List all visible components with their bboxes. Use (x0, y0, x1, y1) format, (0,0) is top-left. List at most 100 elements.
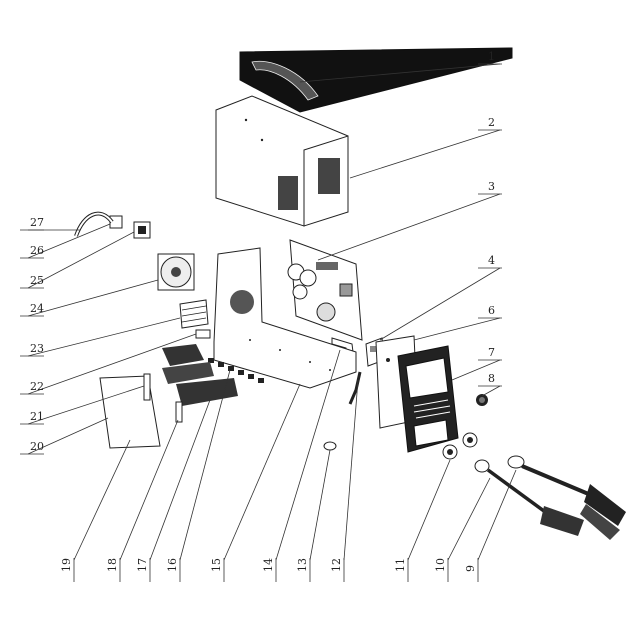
leader-line (343, 379, 359, 561)
callout-11: 11 (394, 459, 451, 582)
leader-line (349, 129, 501, 179)
callout-number: 2 (488, 116, 495, 129)
leader-line (451, 359, 501, 381)
part-knob (476, 394, 488, 406)
leader-line (149, 399, 211, 561)
part-earth-clamp-cable (474, 459, 584, 536)
callout-12: 12 (330, 379, 359, 582)
leader-line (481, 385, 501, 397)
part-front-panel (397, 345, 459, 453)
callout-16: 16 (166, 369, 231, 582)
leader-line (379, 267, 501, 341)
leader-line (27, 333, 197, 395)
callout-number: 3 (488, 180, 495, 193)
callout-14: 14 (262, 349, 341, 582)
callout-24: 24 (20, 279, 159, 317)
leader-line (407, 459, 451, 561)
callout-number: 8 (488, 372, 495, 385)
callout-number: 20 (30, 440, 44, 453)
callout-number: 7 (488, 346, 495, 359)
callout-number: 14 (262, 558, 275, 572)
leader-line (27, 317, 181, 357)
part-housing (215, 95, 349, 227)
callout-21: 21 (20, 385, 145, 425)
callout-26: 26 (20, 223, 111, 259)
callout-number: 24 (30, 302, 44, 315)
leader-line (119, 419, 179, 561)
leader-line (73, 439, 131, 561)
callout-8: 8 (478, 372, 502, 397)
leader-line (27, 231, 135, 289)
callout-number: 21 (30, 410, 44, 423)
callout-22: 22 (20, 333, 197, 395)
callout-number: 19 (60, 558, 73, 572)
callout-number: 22 (30, 380, 44, 393)
part-bracket-strip (348, 371, 362, 405)
callout-number: 25 (30, 274, 44, 287)
callout-27: 27 (20, 216, 80, 231)
callout-number: 4 (488, 254, 495, 267)
callout-13: 13 (296, 449, 331, 582)
part-base-chassis (213, 247, 357, 389)
part-transformer (179, 299, 209, 329)
callout-number: 9 (464, 565, 477, 572)
leader-line (223, 383, 301, 561)
leader-line (413, 317, 501, 341)
part-standoff (143, 373, 151, 401)
callout-number: 11 (394, 558, 407, 572)
part-output-sockets (442, 432, 478, 460)
part-heatsinks (162, 344, 238, 406)
leader-line (317, 193, 501, 261)
callout-number: 1 (488, 50, 495, 63)
callout-number: 6 (488, 304, 495, 317)
leader-line (477, 469, 517, 561)
callout-7: 7 (451, 346, 502, 381)
callout-19: 19 (60, 439, 131, 582)
callout-number: 23 (30, 342, 44, 355)
callout-4: 4 (379, 254, 502, 341)
part-power-switch (133, 221, 151, 239)
callout-number: 18 (106, 558, 119, 572)
part-top-cover (239, 47, 513, 113)
callout-10: 10 (434, 477, 491, 582)
part-terminal-stud (175, 401, 183, 423)
callout-number: 10 (434, 558, 447, 572)
part-insulation-sheet (99, 375, 161, 449)
callout-2: 2 (349, 116, 502, 179)
leader-line (27, 223, 111, 259)
leader-line (275, 349, 341, 561)
leader-line (447, 477, 491, 561)
callout-number: 13 (296, 558, 309, 572)
callout-20: 20 (20, 417, 109, 455)
callout-6: 6 (413, 304, 502, 341)
callout-17: 17 (136, 399, 211, 582)
callout-9: 9 (464, 469, 517, 582)
part-foot (323, 441, 337, 451)
part-semiconductor-array (208, 358, 264, 383)
part-cooling-fan (157, 253, 195, 291)
part-electrode-holder-cable (507, 455, 626, 540)
callout-1: 1 (299, 50, 502, 83)
callout-layer: 1234678910111213141516171819202122232425… (20, 50, 517, 582)
callout-3: 3 (317, 180, 502, 261)
leader-line (27, 417, 109, 455)
callout-15: 15 (210, 383, 301, 582)
callout-25: 25 (20, 231, 135, 289)
part-main-pcb (287, 239, 363, 341)
callout-number: 16 (166, 558, 179, 572)
callout-number: 12 (330, 558, 343, 572)
part-power-cable (74, 211, 114, 237)
leader-line (27, 385, 145, 425)
part-small-component (195, 329, 211, 339)
leader-line (179, 369, 231, 561)
callout-number: 15 (210, 558, 223, 572)
leader-line (299, 63, 501, 83)
leader-line (309, 449, 331, 561)
callout-number: 26 (30, 244, 44, 257)
callout-number: 27 (30, 216, 44, 229)
callout-number: 17 (136, 558, 149, 572)
callout-23: 23 (20, 317, 181, 357)
leader-line (27, 279, 159, 317)
callout-18: 18 (106, 419, 179, 582)
